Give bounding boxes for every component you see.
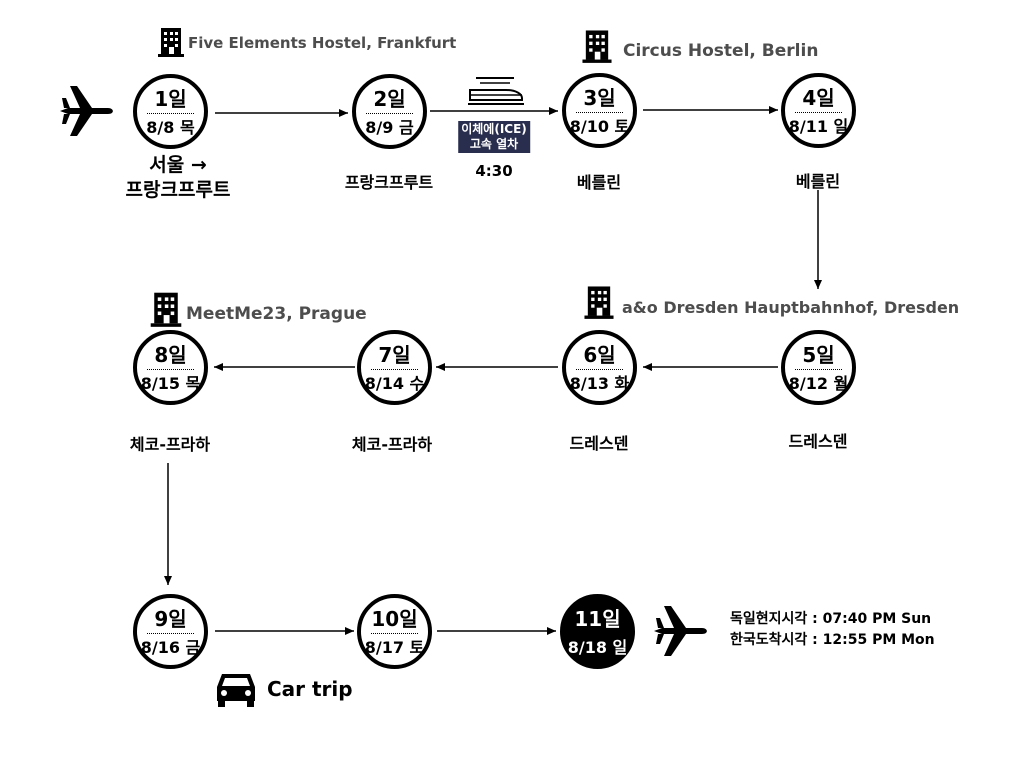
city-label-day8: 체코-프라하	[129, 435, 211, 454]
train-name-line1: 이체에(ICE)	[461, 122, 527, 136]
day-node-10: 10일 8/17 토	[357, 594, 432, 669]
arrival-info: 독일현지시각 : 07:40 PM Sun 한국도착시각 : 12:55 PM …	[730, 609, 935, 651]
day-number: 7일	[378, 343, 411, 367]
local-time-line: 독일현지시각 : 07:40 PM Sun	[730, 611, 932, 627]
day-date: 8/8 목	[146, 118, 195, 137]
day-node-6: 6일 8/13 화	[562, 330, 637, 405]
day-number: 4일	[802, 86, 835, 110]
train-name-badge: 이체에(ICE) 고속 열차	[458, 121, 530, 153]
hostel-name-berlin: Circus Hostel, Berlin	[623, 41, 819, 61]
hostel-building-icon	[584, 286, 614, 319]
day-number: 8일	[154, 343, 187, 367]
day-divider	[147, 113, 194, 114]
city-label-day6: 드레스덴	[569, 434, 629, 453]
airplane-icon	[60, 86, 113, 136]
day-number: 9일	[154, 607, 187, 631]
day-divider	[147, 633, 194, 634]
day-date: 8/16 금	[140, 638, 201, 657]
day-divider	[371, 369, 418, 370]
day-date: 8/9 금	[365, 118, 414, 137]
hostel-name-dresden: a&o Dresden Hauptbahnhof, Dresden	[622, 298, 960, 317]
day-date: 8/12 월	[788, 374, 849, 393]
day-node-2: 2일 8/9 금	[352, 74, 427, 149]
city-label-day3: 베를린	[576, 173, 622, 192]
city-label-day5: 드레스덴	[788, 432, 848, 451]
korea-arrival-line: 한국도착시각 : 12:55 PM Mon	[730, 632, 935, 648]
airplane-icon	[654, 606, 707, 656]
day-node-3: 3일 8/10 토	[562, 73, 637, 148]
day-divider	[576, 369, 623, 370]
day-divider	[366, 113, 413, 114]
city-label-day4: 베를린	[795, 172, 841, 191]
day-date: 8/15 목	[140, 374, 201, 393]
day-node-11: 11일 8/18 일	[560, 594, 635, 669]
day-divider	[795, 112, 842, 113]
day-node-5: 5일 8/12 월	[781, 330, 856, 405]
day-number: 2일	[373, 87, 406, 111]
city-label-day2: 프랑크프루트	[344, 173, 434, 192]
day-node-7: 7일 8/14 수	[357, 330, 432, 405]
hostel-building-icon	[582, 30, 612, 63]
day-date: 8/18 일	[567, 638, 628, 657]
day-number: 10일	[371, 607, 418, 631]
hostel-name-prague: MeetMe23, Prague	[186, 304, 367, 324]
day-number: 1일	[154, 87, 187, 111]
day-divider	[147, 369, 194, 370]
day-number: 5일	[802, 343, 835, 367]
day-number: 3일	[583, 86, 616, 110]
hostel-building-icon	[150, 292, 182, 327]
day-divider	[371, 633, 418, 634]
day-node-4: 4일 8/11 일	[781, 73, 856, 148]
day-node-8: 8일 8/15 목	[133, 330, 208, 405]
train-name-line2: 고속 열차	[469, 137, 519, 151]
day-date: 8/10 토	[569, 117, 630, 136]
city-label-day1: 서울 → 프랑크프루트	[126, 153, 231, 203]
day-number: 11일	[574, 607, 621, 631]
day-date: 8/17 토	[364, 638, 425, 657]
day-divider	[576, 112, 623, 113]
car-trip-label: Car trip	[267, 677, 353, 701]
day-node-9: 9일 8/16 금	[133, 594, 208, 669]
day-divider	[795, 369, 842, 370]
city-label-day7: 체코-프라하	[351, 435, 433, 454]
train-icon	[468, 77, 524, 105]
day-date: 8/11 일	[788, 117, 849, 136]
car-icon	[217, 674, 255, 707]
hostel-name-frankfurt: Five Elements Hostel, Frankfurt	[188, 34, 457, 52]
day-date: 8/14 수	[364, 374, 425, 393]
city-label-line: 프랑크프루트	[125, 179, 231, 201]
day-date: 8/13 화	[569, 374, 630, 393]
day-node-1: 1일 8/8 목	[133, 74, 208, 149]
day-divider	[574, 633, 621, 634]
day-number: 6일	[583, 343, 616, 367]
city-label-line: 서울 →	[149, 154, 207, 176]
train-duration: 4:30	[475, 162, 513, 180]
hostel-building-icon	[158, 28, 184, 57]
